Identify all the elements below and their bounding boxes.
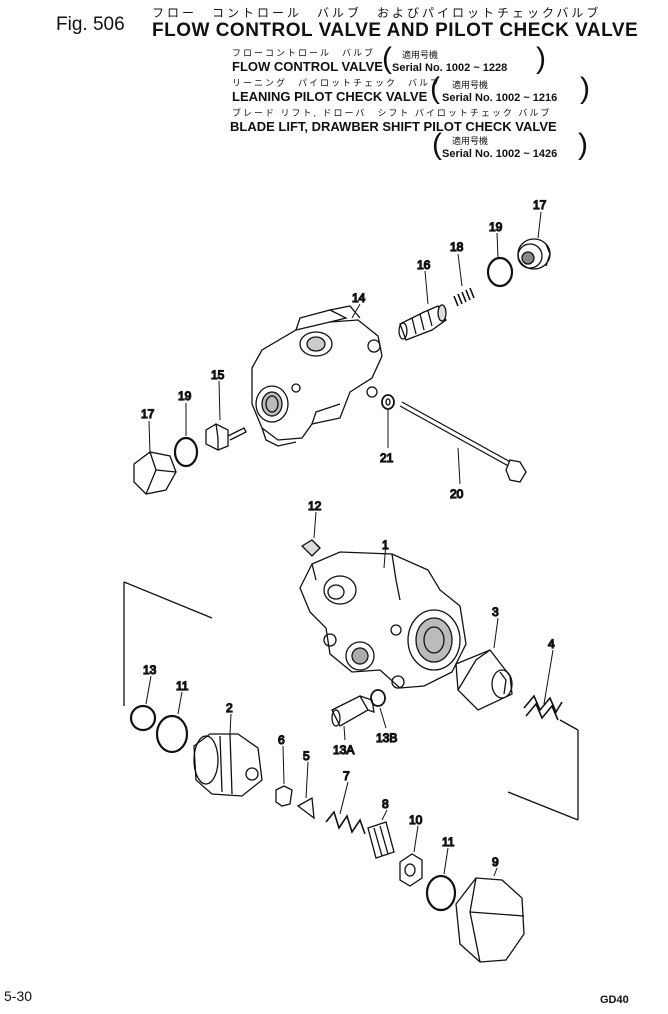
callout-17-upper: 17	[533, 198, 547, 212]
callout-13A: 13A	[333, 743, 354, 757]
serial-range-2: Serial No. 1002 ~ 1216	[442, 92, 558, 104]
part-2-valve-seat	[193, 733, 263, 797]
callout-21: 21	[380, 451, 394, 465]
figure-number: Fig. 506	[56, 14, 125, 35]
subtitle-2: LEANING PILOT CHECK VALVE	[232, 89, 428, 104]
callout-2: 2	[226, 701, 233, 715]
callout-17-lower: 17	[141, 407, 155, 421]
part-6-ball	[275, 785, 293, 807]
part-18-spring	[453, 287, 475, 307]
part-17-plug-upper	[517, 238, 551, 270]
serial-range-3: Serial No. 1002 ~ 1426	[442, 148, 558, 160]
callout-15: 15	[211, 368, 225, 382]
callout-8: 8	[382, 797, 389, 811]
paren-open-1: (	[382, 42, 392, 75]
callout-3: 3	[492, 605, 499, 619]
part-15-poppet	[205, 423, 247, 451]
callout-18: 18	[450, 240, 464, 254]
model-code: GD40	[600, 994, 629, 1006]
callout-19-lower: 19	[178, 389, 192, 403]
part-10-nut	[399, 853, 423, 887]
subtitle-3: BLADE LIFT, DRAWBER SHIFT PILOT CHECK VA…	[230, 119, 557, 134]
diagram-title: FLOW CONTROL VALVE AND PILOT CHECK VALVE	[152, 20, 639, 41]
callout-13: 13	[143, 663, 157, 677]
part-1-valve-body	[299, 551, 467, 689]
callout-12: 12	[308, 499, 322, 513]
callout-19-upper: 19	[489, 220, 503, 234]
serial-range-1: Serial No. 1002 ~ 1228	[392, 62, 508, 74]
part-4-spring	[523, 694, 563, 721]
part-19-o-ring-upper	[486, 256, 514, 288]
part-19-o-ring-lower	[173, 436, 199, 468]
part-7-spring	[325, 810, 366, 835]
callout-6: 6	[278, 733, 285, 747]
callout-14: 14	[352, 291, 366, 305]
part-11-o-ring-left	[155, 714, 189, 754]
paren-open-2: (	[430, 72, 440, 105]
part-8-sleeve	[367, 821, 395, 859]
callout-16: 16	[417, 258, 431, 272]
callout-11-right: 11	[442, 835, 455, 849]
part-20-bolt	[399, 401, 527, 483]
assembly-line-right-bottom	[507, 791, 579, 821]
assembly-line-right-top	[559, 719, 579, 731]
part-17-plug-lower	[133, 451, 177, 495]
part-13B-o-ring	[370, 689, 386, 707]
part-13A-check-valve	[331, 695, 375, 727]
page-number: 5-30	[4, 988, 33, 1004]
part-5-cone	[296, 796, 315, 820]
callout-11-left: 11	[176, 679, 189, 693]
callout-13B: 13B	[376, 731, 397, 745]
subtitle-1: FLOW CONTROL VALVE	[232, 59, 383, 74]
serial-2-japanese: 適用号機	[452, 80, 489, 90]
callout-4: 4	[548, 637, 555, 651]
paren-close-1: )	[536, 42, 546, 75]
part-3-piston	[455, 649, 513, 711]
leader-lines	[145, 211, 554, 877]
part-16-spool	[398, 304, 447, 341]
subtitle-1-japanese: フローコントロール バルブ	[232, 48, 376, 58]
part-14-valve-body	[251, 305, 383, 447]
serial-1-japanese: 適用号機	[402, 50, 439, 60]
paren-close-2: )	[580, 72, 590, 105]
assembly-line-left-top	[123, 581, 213, 619]
callout-9: 9	[492, 855, 499, 869]
paren-close-3: )	[578, 128, 588, 161]
part-9-cap	[455, 877, 525, 963]
part-11-o-ring-right	[425, 874, 457, 912]
subtitle-2-japanese: リーニング パイロットチェック バルブ	[232, 78, 442, 88]
title-japanese: フロー コントロール バルブ およびパイロットチェックバルブ	[152, 6, 602, 20]
serial-3-japanese: 適用号機	[452, 136, 489, 146]
subtitle-3-japanese: ブレード リフト, ドローバ シフト パイロットチェック バルブ	[232, 108, 552, 118]
callout-5: 5	[303, 749, 310, 763]
callout-7: 7	[343, 769, 350, 783]
callout-20: 20	[450, 487, 464, 501]
part-13-o-ring	[129, 704, 157, 732]
callout-1: 1	[382, 538, 389, 552]
part-21-washer	[381, 394, 395, 410]
callout-10: 10	[409, 813, 423, 827]
part-12-screw	[300, 539, 321, 557]
paren-open-3: (	[432, 128, 442, 161]
